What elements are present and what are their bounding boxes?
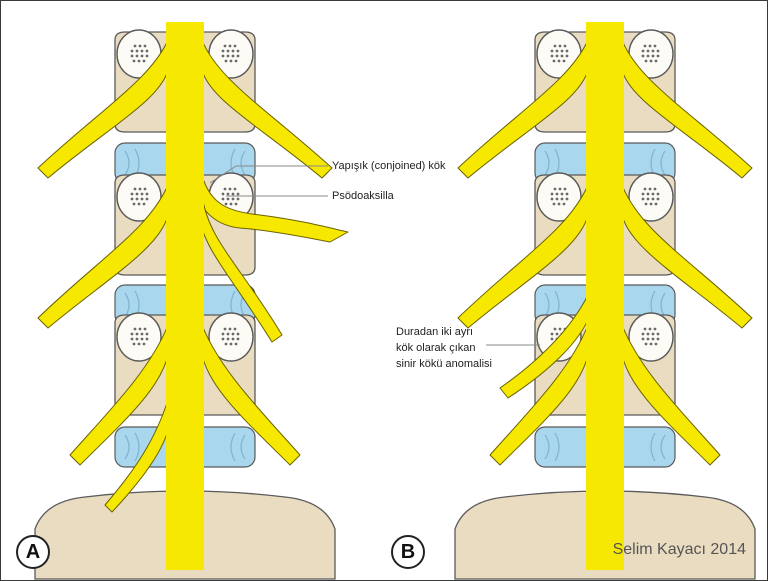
label-pseudoaxilla: Psödoaksilla [332, 189, 394, 204]
panel-b-badge: B [391, 535, 425, 569]
label-separate-root-line1: Duradan iki ayrı [396, 325, 473, 340]
label-conjoined-root: Yapışık (conjoined) kök [332, 159, 446, 174]
author-credit: Selim Kayacı 2014 [613, 541, 746, 559]
panel-a-badge: A [16, 535, 50, 569]
panel-b-nerves [458, 22, 752, 570]
label-separate-root-line2: kök olarak çıkan [396, 341, 475, 356]
label-separate-root-line3: sinir kökü anomalisi [396, 357, 492, 372]
panel-a-nerves [38, 22, 348, 570]
